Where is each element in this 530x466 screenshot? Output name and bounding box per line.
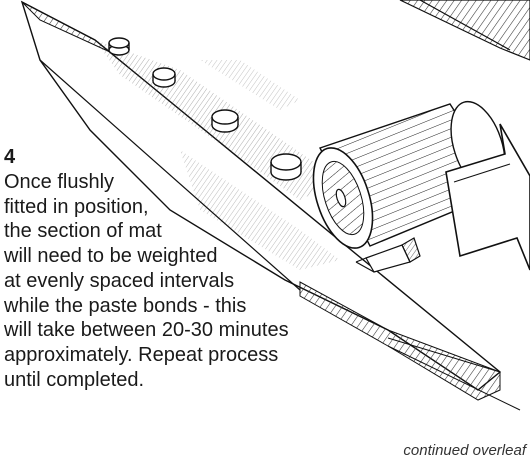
step-instructions: Once flushly fitted in position, the sec…: [4, 170, 384, 392]
step-number: 4: [4, 146, 16, 168]
instruction-line: will need to be weighted: [4, 245, 218, 268]
direction-arrow: [445, 123, 530, 271]
weight-disc: [211, 109, 239, 133]
adjacent-mat-edge: [399, 0, 530, 61]
instruction-line: approximately. Repeat process: [4, 343, 279, 366]
continued-overleaf-note: continued overleaf: [403, 442, 526, 459]
instruction-line: until completed.: [4, 368, 145, 391]
instruction-line: Once flushly: [4, 171, 115, 193]
instruction-line: will take between 20-30 minutes: [4, 319, 289, 342]
weight-disc: [108, 37, 130, 56]
instruction-line: while the paste bonds - this: [4, 294, 247, 317]
instruction-line: fitted in position,: [4, 195, 149, 218]
weight-disc: [152, 67, 176, 88]
instruction-line: the section of mat: [4, 220, 162, 243]
weights: [108, 37, 302, 181]
instruction-line: at evenly spaced intervals: [4, 269, 235, 292]
